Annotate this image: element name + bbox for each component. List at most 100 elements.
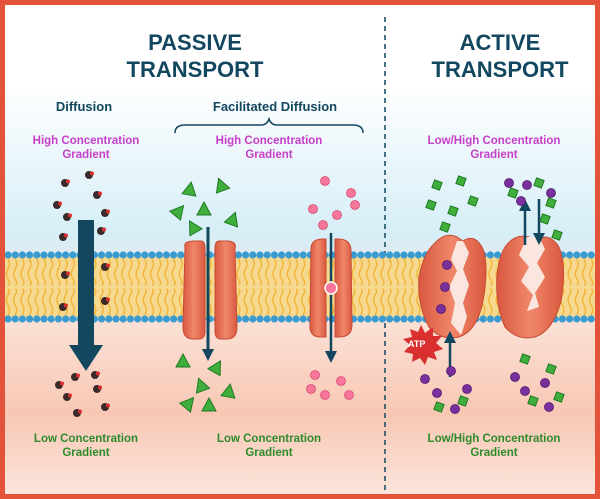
green-cube-molecule	[467, 195, 479, 207]
lipid-tail	[142, 288, 147, 316]
lipid-head	[357, 251, 365, 259]
triangle-molecule	[181, 181, 197, 197]
lipid-tail	[358, 258, 363, 286]
lipid-head	[270, 315, 278, 323]
green-cube-molecule	[519, 353, 531, 365]
diffusion-molecule	[85, 171, 94, 179]
pink-molecule	[346, 188, 356, 198]
lipid-tail	[128, 258, 133, 286]
lipid-tail	[574, 288, 579, 316]
lipid-head	[148, 315, 156, 323]
lipid-tail	[394, 288, 399, 316]
purple-molecule	[510, 372, 520, 382]
diffusion-molecule	[61, 179, 70, 187]
diffusion-molecule	[63, 213, 72, 221]
lipid-tail	[149, 258, 155, 286]
lipid-head	[566, 251, 574, 259]
pink-molecule	[320, 390, 330, 400]
lipid-tail	[34, 288, 39, 316]
lipid-head	[11, 315, 19, 323]
lipid-head	[47, 251, 55, 259]
lipid-head	[40, 251, 48, 259]
triangle-molecule	[175, 352, 191, 368]
lipid-head	[54, 315, 63, 323]
green-cube-molecule	[533, 177, 545, 189]
green-cube-molecule	[447, 205, 459, 217]
lipid-tail	[106, 258, 111, 286]
lipid-head	[350, 251, 358, 259]
green-cube-molecule	[545, 363, 557, 375]
lipid-head	[98, 315, 106, 323]
pink-molecule	[336, 376, 346, 386]
lipid-head	[26, 315, 34, 323]
purple-molecule	[516, 196, 526, 206]
lipid-tail	[63, 288, 68, 316]
lipid-head	[386, 251, 394, 259]
purple-molecule	[504, 178, 514, 188]
facilitated-low-gradient-label: Low Concentration Gradient	[195, 433, 343, 461]
purple-molecule	[440, 282, 450, 292]
lipid-head	[119, 315, 127, 323]
lipid-head	[400, 251, 408, 259]
diffusion-molecule	[71, 373, 80, 381]
active-bottom-line1: Low/High Concentration	[427, 433, 561, 445]
lipid-head	[494, 251, 502, 259]
lipid-head	[54, 251, 63, 259]
lipid-tail	[236, 288, 241, 316]
active-top-line1: Low/High Concentration	[427, 135, 561, 147]
lipid-head	[263, 251, 271, 259]
lipid-head	[486, 315, 494, 323]
lipid-tail	[113, 258, 119, 286]
lipid-tail	[27, 288, 32, 316]
facilitated-high-gradient-label: High Concentration Gradient	[195, 135, 343, 163]
lipid-tail	[279, 288, 284, 316]
triangle-molecule	[188, 220, 204, 237]
lipid-head	[126, 251, 134, 259]
background-gradient	[5, 5, 595, 494]
lipid-tail	[178, 288, 183, 316]
pink-molecule	[318, 220, 328, 230]
lipid-head	[371, 315, 379, 323]
lipid-tail	[135, 258, 140, 286]
lipid-tail	[265, 288, 270, 316]
lipid-tail	[113, 288, 119, 316]
triangle-molecule	[201, 396, 217, 412]
passive-title-line1: PASSIVE	[148, 30, 242, 55]
lipid-tail	[409, 288, 414, 316]
active-title-line1: ACTIVE	[459, 30, 541, 55]
lipid-tail	[279, 258, 284, 286]
lipid-tail	[257, 288, 263, 316]
lipid-tail	[20, 258, 25, 286]
pink-molecule	[308, 204, 318, 214]
lipid-tail	[409, 258, 414, 286]
lipid-head	[378, 251, 386, 259]
lipid-head	[364, 315, 372, 323]
purple-molecule	[436, 304, 446, 314]
green-cube-molecule	[553, 391, 565, 403]
lipid-tail	[99, 288, 104, 316]
green-cube-molecule	[527, 395, 539, 407]
passive-title: PASSIVE TRANSPORT	[105, 29, 285, 83]
lipid-head	[594, 253, 595, 257]
lipid-tail	[567, 288, 572, 316]
diffusion-molecule	[93, 385, 102, 393]
lipid-tail	[142, 258, 147, 286]
lipid-tail	[272, 288, 277, 316]
lipid-tail	[27, 258, 32, 286]
lipid-head	[256, 315, 264, 323]
lipid-tail	[589, 288, 594, 316]
purple-molecule	[520, 386, 530, 396]
lipid-head	[587, 251, 595, 259]
lipid-tail	[387, 288, 392, 316]
facilitated-diffusion-label: Facilitated Diffusion	[212, 99, 338, 114]
lipid-tail	[488, 258, 493, 286]
green-cube-molecule	[457, 395, 469, 407]
active-bottom-line2: Gradient	[470, 446, 518, 459]
lipid-head	[40, 315, 48, 323]
lipid-head	[393, 315, 401, 323]
lipid-tail	[574, 258, 579, 286]
active-title: ACTIVE TRANSPORT	[410, 29, 590, 83]
purple-molecule	[442, 260, 452, 270]
lipid-tail	[13, 258, 18, 286]
purple-molecule	[544, 402, 554, 412]
